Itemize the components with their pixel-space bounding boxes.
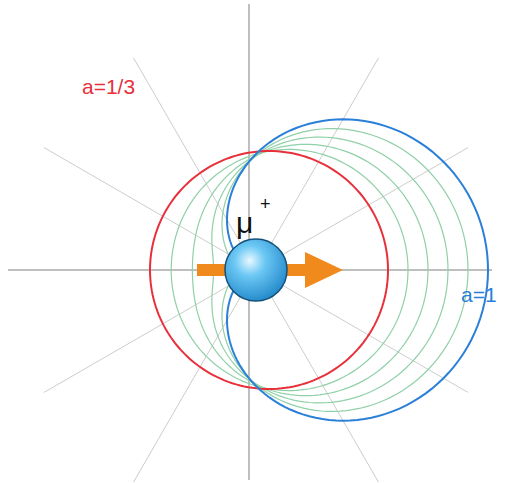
distribution-curves — [150, 119, 488, 420]
muon-sphere — [225, 239, 287, 301]
intermediate-curve — [171, 149, 408, 390]
intermediate-curve — [222, 129, 468, 412]
intermediate-curve — [192, 144, 428, 395]
charge-superscript: + — [260, 195, 271, 213]
curve-label: a=1/3 — [82, 76, 135, 97]
intermediate-curve — [212, 137, 448, 403]
spin-arrow-head — [305, 252, 343, 288]
curve-label: a=1 — [461, 284, 497, 305]
curve-a-third — [150, 151, 388, 389]
particle-symbol: μ — [236, 208, 253, 238]
